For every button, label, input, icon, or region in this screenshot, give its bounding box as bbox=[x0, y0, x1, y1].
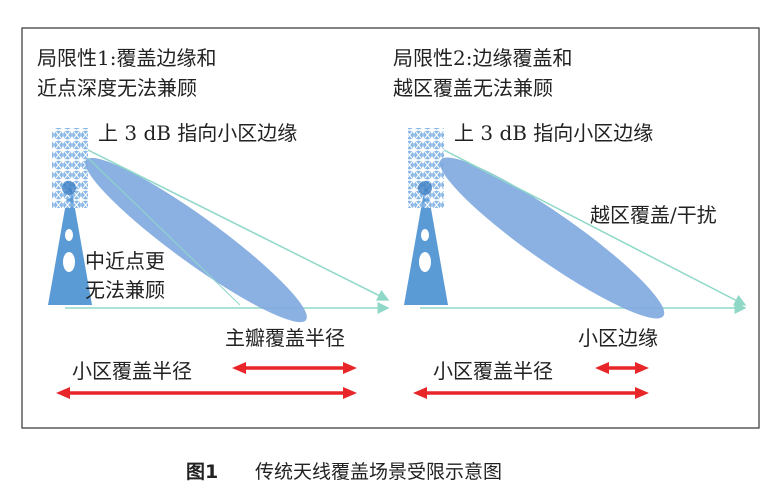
beam-axis-ray bbox=[87, 157, 241, 306]
tilt-label: 上 3 dB 指向小区边缘 bbox=[454, 121, 653, 145]
antenna-tower-icon bbox=[48, 128, 92, 305]
main-beam bbox=[439, 157, 665, 319]
main-lobe-radius-label: 主瓣覆盖半径 bbox=[225, 326, 345, 350]
main-lobe-radius-arrow bbox=[232, 362, 357, 374]
panel-title-line1: 局限性1:覆盖边缘和 bbox=[37, 46, 216, 70]
upper-3db-ray bbox=[87, 149, 390, 301]
overshoot-label: 越区覆盖/干扰 bbox=[590, 203, 717, 227]
cell-edge-label: 小区边缘 bbox=[578, 326, 658, 350]
panel-title-line2: 近点深度无法兼顾 bbox=[37, 76, 197, 100]
panel-1: 局限性1:覆盖边缘和 近点深度无法兼顾 上 3 dB 指向小区边缘 中近点更 无… bbox=[37, 46, 390, 399]
cell-edge-arrow bbox=[595, 362, 649, 374]
cell-radius-arrow bbox=[56, 387, 357, 399]
cell-radius-label: 小区覆盖半径 bbox=[72, 359, 192, 383]
antenna-tower-icon bbox=[404, 128, 448, 305]
figure-number: 图1 bbox=[186, 461, 218, 483]
tilt-label: 上 3 dB 指向小区边缘 bbox=[98, 121, 297, 145]
cell-radius-label: 小区覆盖半径 bbox=[433, 359, 553, 383]
panel-title-line2: 越区覆盖无法兼顾 bbox=[393, 76, 553, 100]
near-label-line2: 无法兼顾 bbox=[85, 278, 165, 302]
near-label-line1: 中近点更 bbox=[85, 249, 165, 273]
cell-radius-arrow bbox=[413, 387, 649, 399]
figure-caption: 传统天线覆盖场景受限示意图 bbox=[255, 461, 502, 483]
main-beam bbox=[85, 157, 307, 323]
panel-2: 局限性2:边缘覆盖和 越区覆盖无法兼顾 上 3 dB 指向小区边缘 越区覆盖/干… bbox=[393, 46, 747, 399]
figure-frame bbox=[21, 27, 760, 429]
upper-3db-ray bbox=[443, 149, 747, 306]
panel-title-line1: 局限性2:边缘覆盖和 bbox=[393, 46, 572, 70]
